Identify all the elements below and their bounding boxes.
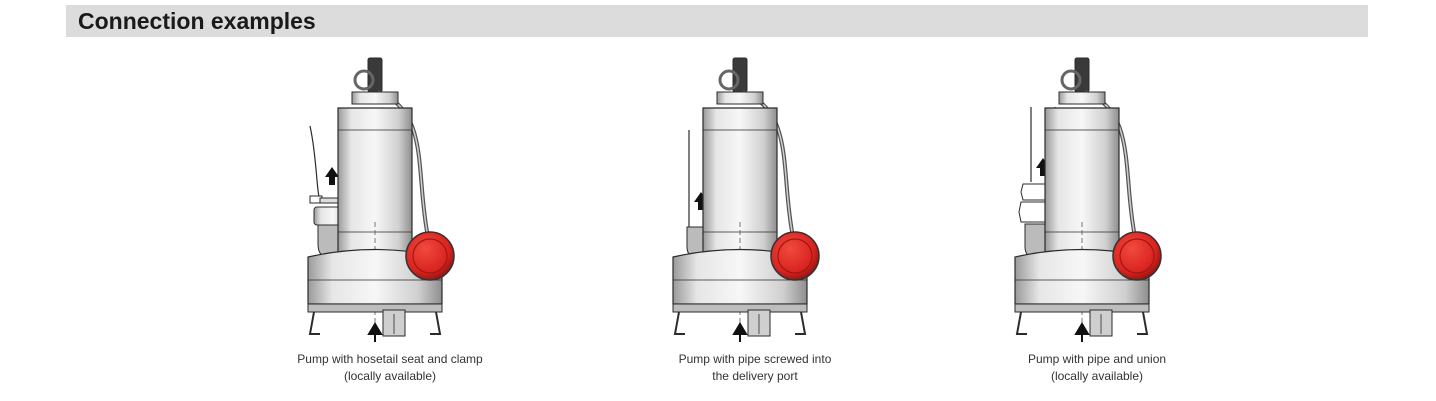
figure-union: Pump with pipe and union (locally availa… xyxy=(927,52,1267,400)
caption-screwed: Pump with pipe screwed into the delivery… xyxy=(585,351,925,385)
pump-illustration-hosetail xyxy=(307,57,455,342)
section-title: Connection examples xyxy=(78,8,316,34)
caption-union: Pump with pipe and union (locally availa… xyxy=(927,351,1267,385)
caption-line-2: (locally available) xyxy=(343,369,437,383)
caption-line-1: Pump with hosetail seat and clamp xyxy=(297,352,483,366)
caption-line-2: the delivery port xyxy=(712,369,798,383)
pump-illustration-screwed xyxy=(672,57,820,342)
caption-line-1: Pump with pipe screwed into xyxy=(678,352,832,366)
figure-hosetail: Pump with hosetail seat and clamp (local… xyxy=(220,52,560,400)
caption-hosetail: Pump with hosetail seat and clamp (local… xyxy=(220,351,560,385)
section-header: Connection examples xyxy=(66,5,1368,37)
figure-screwed: Pump with pipe screwed into the delivery… xyxy=(585,52,925,400)
caption-line-1: Pump with pipe and union xyxy=(1027,352,1167,366)
pump-illustration-union xyxy=(1014,57,1162,342)
caption-line-2: (locally available) xyxy=(1050,369,1144,383)
